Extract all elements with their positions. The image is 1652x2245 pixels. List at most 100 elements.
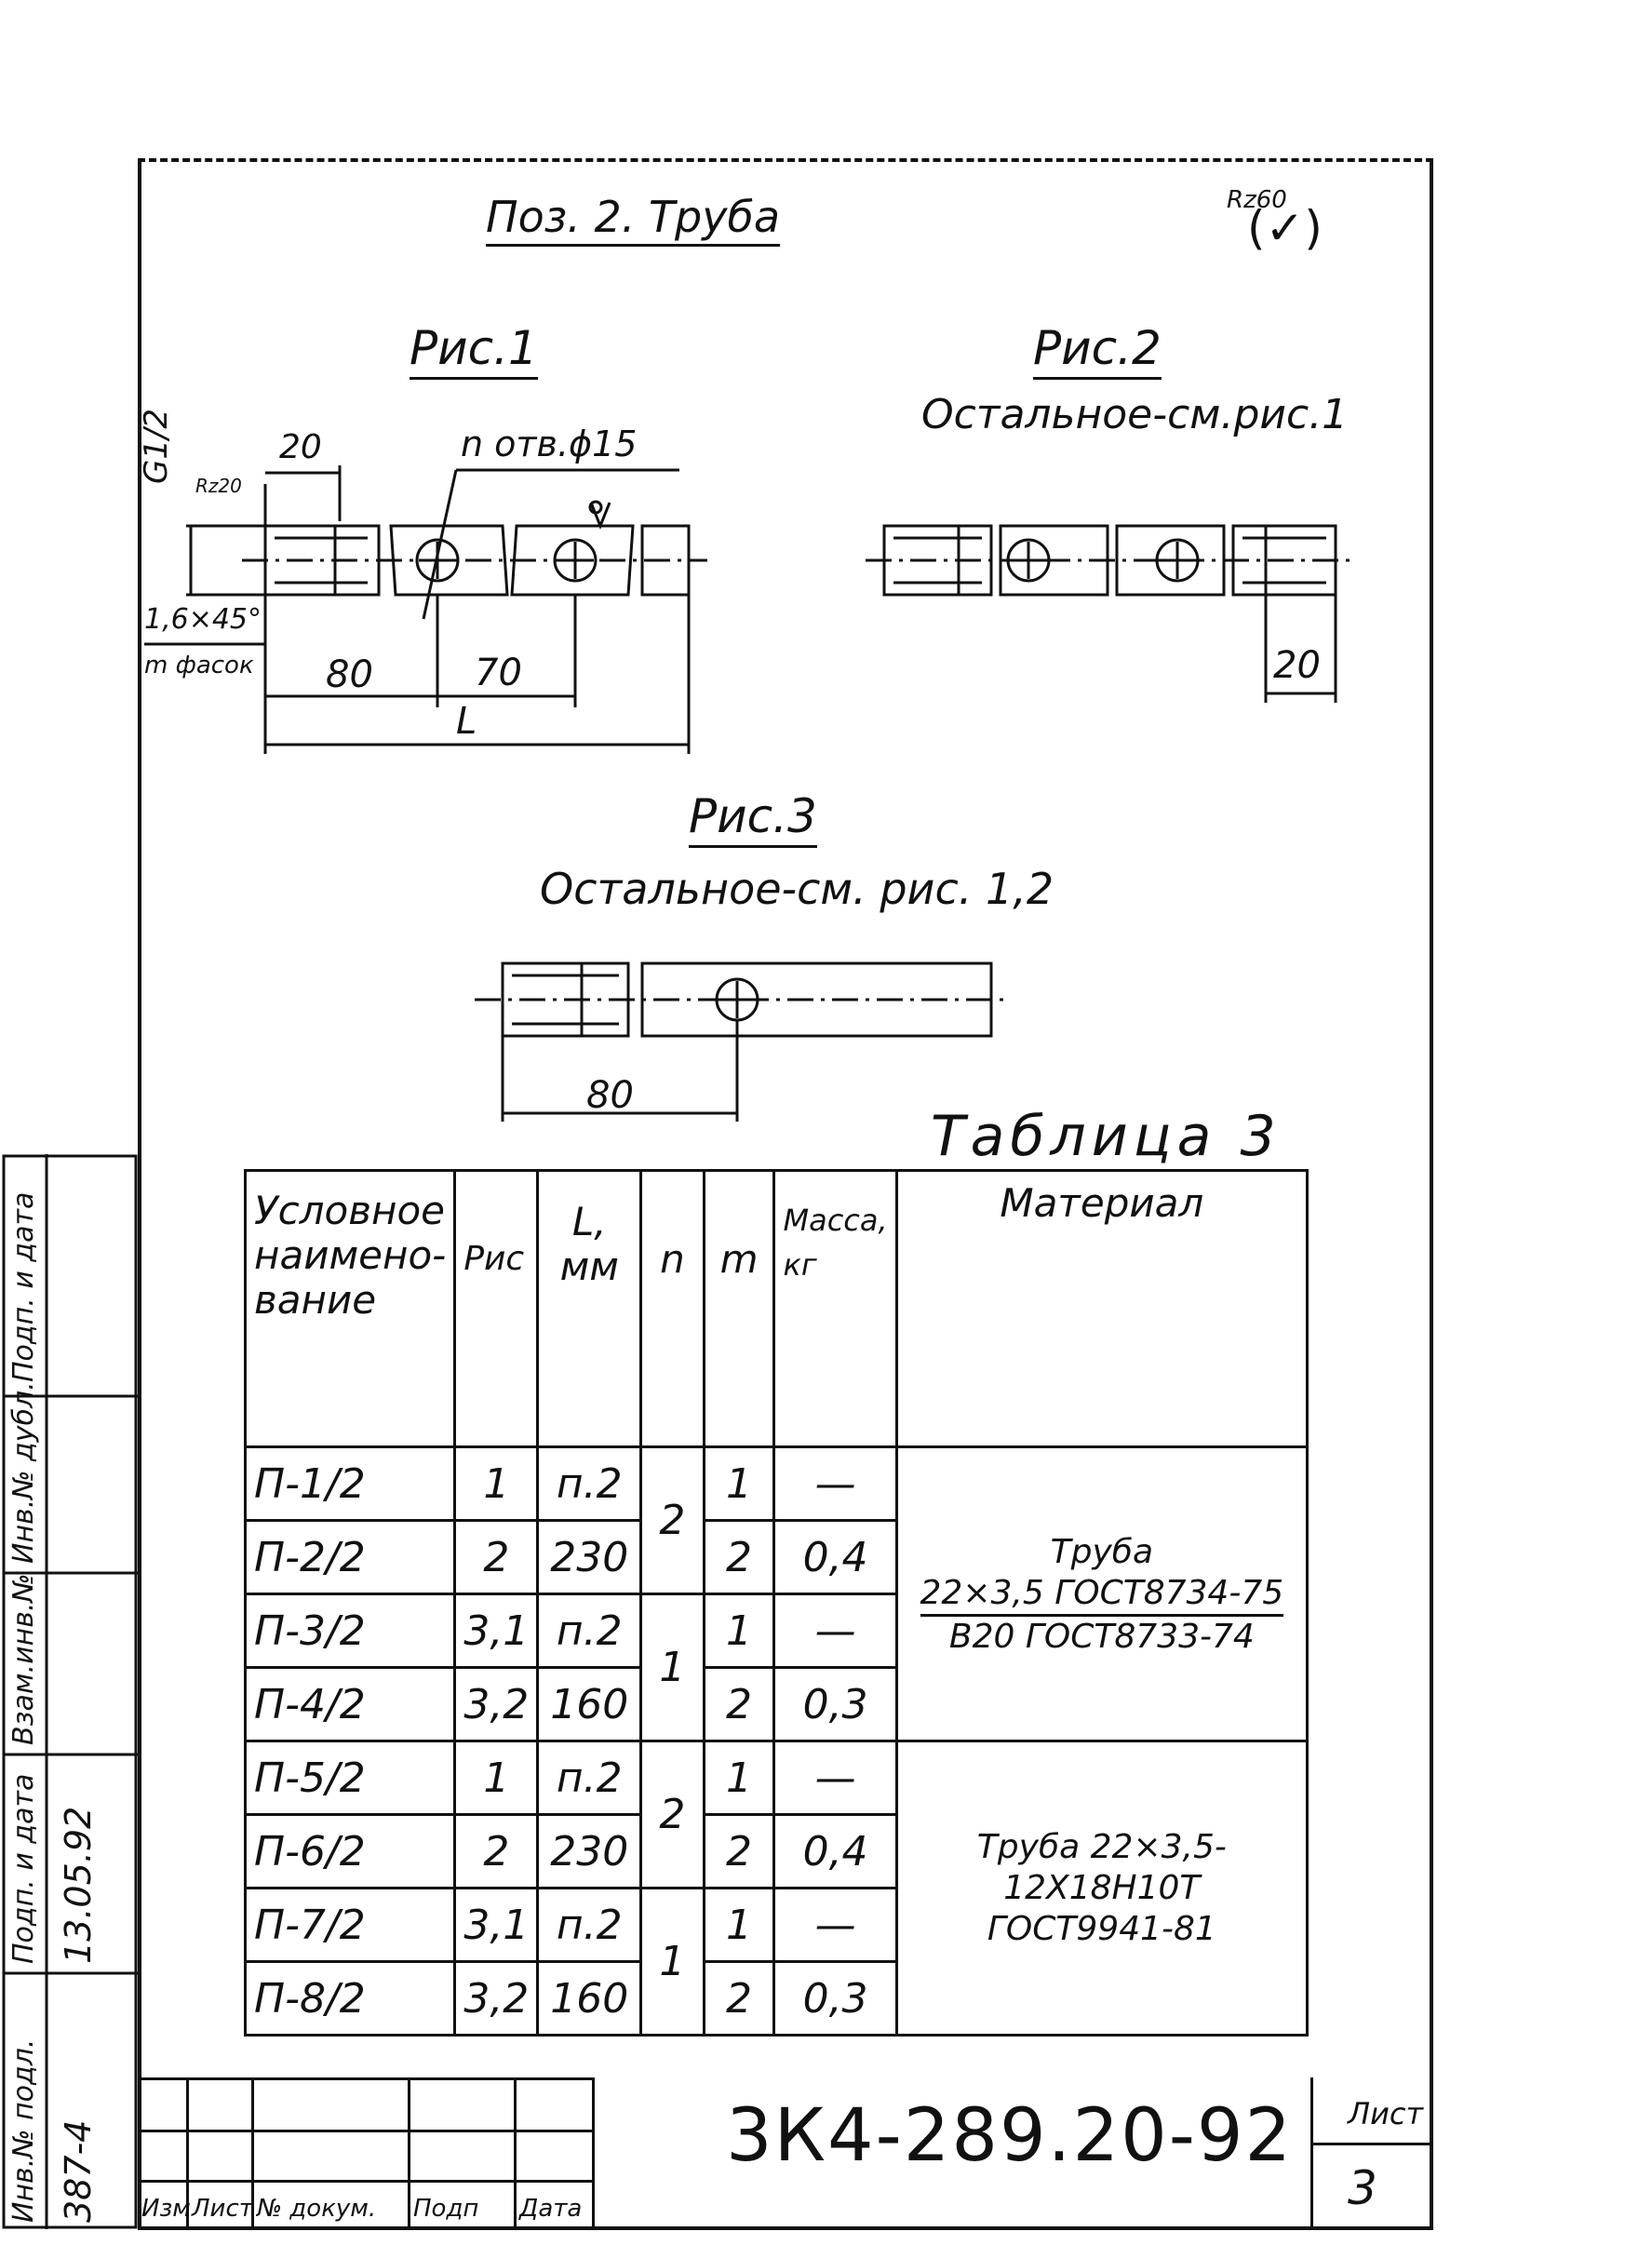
cell-mass: 0,3 (772, 1666, 898, 1742)
table-caption: Таблица 3 (931, 1104, 1282, 1169)
fig1-chamfer-count: m фасок (144, 652, 254, 679)
cell-length: 160 (536, 1666, 643, 1742)
table-row: П-1/2 1 п.2 2 1 — Труба 22×3,5 ГОСТ8734-… (243, 1445, 1310, 1742)
side-stamp: Подп. и дата Инв.№ дубл. Взам.инв.№ Подп… (2, 1154, 138, 2229)
cell-length: п.2 (536, 1445, 643, 1522)
cell-mass: — (772, 1887, 898, 1963)
material-1-top: 22×3,5 ГОСТ8734-75 (920, 1573, 1284, 1617)
fig1-dim-20: 20 (279, 428, 322, 466)
fig3-note: Остальное-см. рис. 1,2 (540, 864, 1054, 914)
material-1-bottom: В20 ГОСТ8733-74 (948, 1617, 1255, 1656)
cell-mass: 0,4 (772, 1519, 898, 1595)
fig1-dim-70: 70 (475, 652, 522, 694)
fig1-holes-note: n отв.ϕ15 (461, 423, 638, 464)
cell-n: 2 (639, 1445, 705, 1595)
cell-mass: 0,3 (772, 1960, 898, 2037)
cell-m: 2 (702, 1519, 776, 1595)
cell-name: П-1/2 (243, 1445, 457, 1522)
cell-name: П-5/2 (243, 1740, 457, 1816)
fig3-dim-80: 80 (586, 1074, 634, 1117)
cell-name: П-3/2 (243, 1593, 457, 1669)
th-m: m (702, 1169, 776, 1448)
part-title: Поз. 2. Труба (486, 192, 781, 247)
cell-m: 1 (702, 1887, 776, 1963)
cell-n: 1 (639, 1593, 705, 1742)
cell-name: П-8/2 (243, 1960, 457, 2037)
table-row: П-6/2 2 230 2 0,4 (243, 1813, 1308, 1889)
tb-col-change: Изм (141, 2195, 191, 2223)
cell-name: П-4/2 (243, 1666, 457, 1742)
cell-length: п.2 (536, 1887, 643, 1963)
cell-name: П-7/2 (243, 1887, 457, 1963)
material-1-prefix: Труба (1050, 1532, 1154, 1571)
table-row: П-3/2 3,1 п.2 1 1 — (243, 1593, 1308, 1742)
table-row: П-8/2 3,2 160 2 0,3 (243, 1960, 1308, 2037)
cell-fig: 2 (453, 1519, 540, 1595)
cell-material-1: Труба 22×3,5 ГОСТ8734-75 В20 ГОСТ8733-74 (894, 1445, 1310, 1742)
cell-n: 1 (639, 1887, 705, 2037)
material-2-line2: ГОСТ9941-81 (987, 1909, 1216, 1948)
table-3: Условное наимено-вание Рис L, мм n m Мас… (243, 1169, 1310, 2037)
tb-sheet-number: 3 (1348, 2161, 1377, 2215)
cell-m: 1 (702, 1593, 776, 1669)
cell-length: 230 (536, 1519, 643, 1595)
title-block: Изм Лист № докум. Подп Дата Лист 3 (138, 2077, 1433, 2230)
tb-sheet-label: Лист (1348, 2096, 1424, 2131)
side-date-value: 13.05.92 (58, 1806, 99, 1964)
cell-mass: — (772, 1445, 898, 1522)
document-designation: 3К4-289.20-92 (726, 2094, 1294, 2178)
fig1-pipe (144, 465, 707, 754)
th-mass: Масса, кг (772, 1169, 898, 1448)
cell-mass: 0,4 (772, 1813, 898, 1889)
side-sign-date-1: Подп. и дата (7, 1773, 40, 1964)
tb-col-date: Дата (519, 2195, 583, 2223)
cell-fig: 2 (453, 1813, 540, 1889)
th-name: Условное наимено-вание (243, 1169, 457, 1448)
cell-fig: 1 (453, 1445, 540, 1522)
cell-name: П-6/2 (243, 1813, 457, 1889)
fig1-rz20: Rz20 (195, 475, 242, 497)
th-fig: Рис (453, 1169, 540, 1448)
side-inv-dup: Инв.№ дубл. (7, 1381, 40, 1564)
cell-m: 2 (702, 1813, 776, 1889)
side-inv-orig: Инв.№ подл. (7, 2038, 40, 2223)
cell-length: п.2 (536, 1740, 643, 1816)
side-sign-date-2: Подп. и дата (7, 1191, 40, 1382)
fig3-title: Рис.3 (689, 789, 817, 848)
cell-mass: — (772, 1740, 898, 1816)
cell-length: 160 (536, 1960, 643, 2037)
cell-m: 1 (702, 1445, 776, 1522)
drawing-frame (138, 160, 1433, 2230)
frame-top-edge (138, 158, 1433, 162)
roughness-sign: (✓) (1247, 201, 1323, 255)
table-row: П-5/2 1 п.2 2 1 — Труба 22×3,5-12Х18Н10Т… (243, 1740, 1310, 2037)
th-length: L, мм (536, 1169, 643, 1448)
cell-m: 2 (702, 1960, 776, 2037)
cell-material-2: Труба 22×3,5-12Х18Н10Т ГОСТ9941-81 (894, 1740, 1310, 2037)
fig1-title: Рис.1 (410, 321, 538, 380)
fig2-title: Рис.2 (1033, 321, 1162, 380)
fig1-dim-L: L (456, 700, 477, 743)
roughness-label: Rz60 (1227, 186, 1287, 214)
cell-length: п.2 (536, 1593, 643, 1669)
cell-mass: — (772, 1593, 898, 1669)
fig1-chamfer: 1,6×45° (144, 603, 262, 636)
th-material: Материал (894, 1169, 1310, 1448)
tb-col-sign: Подп (413, 2195, 479, 2223)
cell-m: 2 (702, 1666, 776, 1742)
cell-n: 2 (639, 1740, 705, 1889)
cell-fig: 3,1 (453, 1593, 540, 1669)
cell-fig: 3,1 (453, 1887, 540, 1963)
cell-fig: 3,2 (453, 1960, 540, 2037)
cell-fig: 3,2 (453, 1666, 540, 1742)
table-row: П-2/2 2 230 2 0,4 (243, 1519, 1308, 1595)
th-n: n (639, 1169, 705, 1448)
cell-fig: 1 (453, 1740, 540, 1816)
tb-col-doc: № докум. (257, 2195, 377, 2223)
table-row: П-4/2 3,2 160 2 0,3 (243, 1666, 1308, 1742)
cell-name: П-2/2 (243, 1519, 457, 1595)
cell-length: 230 (536, 1813, 643, 1889)
table-row: П-7/2 3,1 п.2 1 1 — (243, 1887, 1308, 2037)
cell-m: 1 (702, 1740, 776, 1816)
